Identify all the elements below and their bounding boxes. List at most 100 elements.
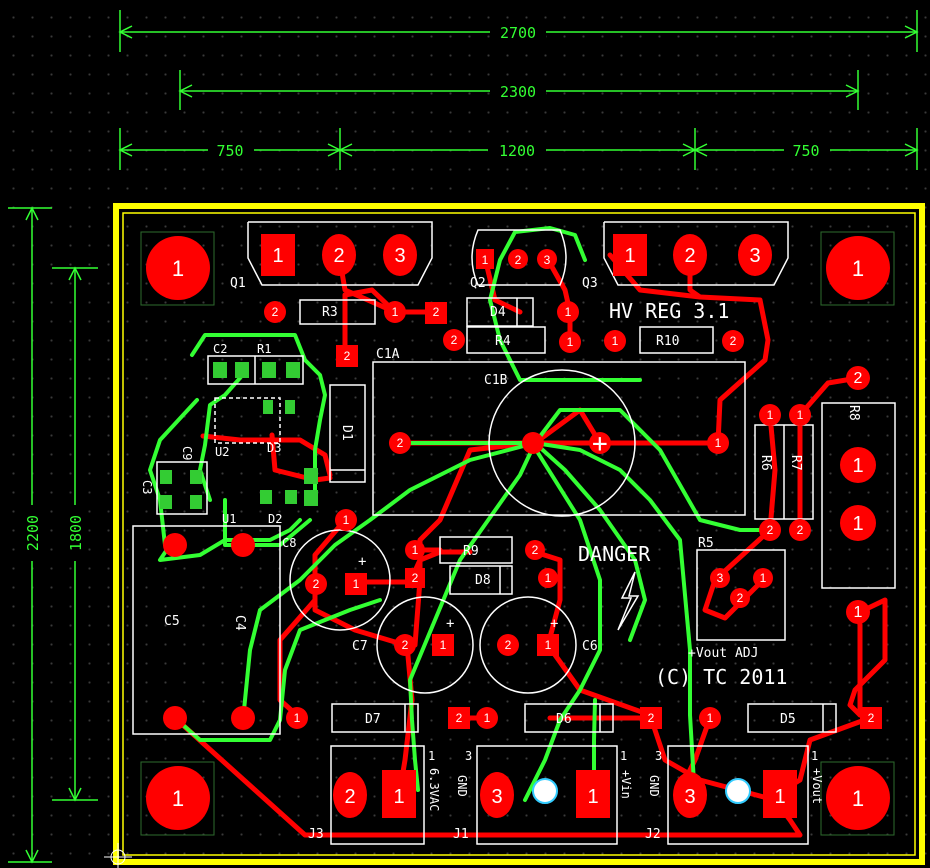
r10-body bbox=[639, 326, 714, 354]
svg-text:1: 1 bbox=[482, 253, 489, 267]
svg-text:1: 1 bbox=[760, 571, 767, 585]
svg-text:1: 1 bbox=[484, 711, 491, 725]
svg-text:2: 2 bbox=[868, 711, 875, 725]
label-d2: D2 bbox=[268, 512, 282, 526]
d8-body bbox=[449, 565, 513, 595]
j2-body bbox=[667, 745, 809, 845]
svg-text:2: 2 bbox=[333, 245, 344, 267]
svg-text:2: 2 bbox=[737, 591, 744, 605]
board-outline bbox=[113, 203, 925, 865]
svg-text:1: 1 bbox=[353, 577, 360, 591]
svg-text:2: 2 bbox=[313, 577, 320, 591]
j3-body bbox=[330, 745, 425, 845]
svg-text:1: 1 bbox=[343, 513, 350, 527]
svg-text:1: 1 bbox=[272, 245, 283, 267]
svg-text:2: 2 bbox=[451, 333, 458, 347]
trim-label: +Vout ADJ bbox=[688, 646, 758, 661]
dimension-labels: 2700 2300 750 1200 750 2200 1800 bbox=[22, 22, 830, 561]
svg-text:+: + bbox=[592, 429, 608, 459]
r9-body bbox=[439, 536, 513, 564]
svg-text:1: 1 bbox=[852, 786, 864, 811]
d4-body bbox=[466, 297, 534, 327]
c1b-body bbox=[488, 369, 636, 517]
label-c6: C6 bbox=[582, 639, 598, 654]
svg-text:1: 1 bbox=[854, 604, 863, 621]
label-r6: R6 bbox=[758, 455, 773, 471]
label-q2: Q2 bbox=[470, 276, 486, 291]
label-c2: C2 bbox=[213, 342, 227, 356]
dim-left-section: 750 bbox=[216, 142, 243, 160]
label-r1: R1 bbox=[257, 342, 271, 356]
origin-crosshair-icon bbox=[104, 843, 132, 868]
svg-text:1: 1 bbox=[715, 436, 722, 450]
svg-text:2: 2 bbox=[854, 370, 863, 387]
dim-right-section: 750 bbox=[792, 142, 819, 160]
danger-arrow-icon bbox=[617, 571, 640, 631]
dim-mid-section: 1200 bbox=[499, 142, 535, 160]
c9-c3-body bbox=[156, 461, 208, 515]
svg-text:3: 3 bbox=[491, 786, 502, 808]
board-keepout bbox=[122, 212, 916, 856]
d1-body bbox=[329, 384, 366, 483]
label-d1: D1 bbox=[339, 425, 354, 441]
svg-text:1: 1 bbox=[852, 256, 864, 281]
svg-text:1: 1 bbox=[767, 408, 774, 422]
pad-numbers: 1 2 3 1 2 3 1 2 3 2 1 2 1 2 1 1 2 2 1 2 … bbox=[272, 245, 875, 808]
svg-text:2: 2 bbox=[397, 436, 404, 450]
label-c1b: C1B bbox=[484, 373, 508, 388]
label-d5: D5 bbox=[780, 712, 796, 727]
svg-text:1: 1 bbox=[587, 786, 598, 808]
j1-pin-one: 1 bbox=[620, 749, 627, 763]
svg-text:1: 1 bbox=[172, 786, 184, 811]
svg-text:2: 2 bbox=[456, 711, 463, 725]
d6-body bbox=[524, 703, 614, 733]
j3-pin-one: 1 bbox=[428, 749, 435, 763]
label-j2: J2 bbox=[645, 827, 661, 842]
j2-pin-three: 3 bbox=[655, 749, 662, 763]
svg-text:1: 1 bbox=[412, 543, 419, 557]
label-u2: U2 bbox=[215, 445, 229, 459]
label-c1a: C1A bbox=[376, 347, 400, 362]
c8-body bbox=[289, 529, 391, 631]
component-pads bbox=[163, 234, 882, 818]
mounting-hole-labels: 1 1 1 1 bbox=[172, 256, 864, 811]
svg-text:2: 2 bbox=[402, 638, 409, 652]
q2-outline bbox=[471, 229, 567, 286]
svg-text:1: 1 bbox=[393, 786, 404, 808]
j1-body bbox=[476, 745, 618, 845]
svg-text:2: 2 bbox=[515, 253, 522, 267]
svg-text:3: 3 bbox=[749, 245, 760, 267]
svg-text:2: 2 bbox=[412, 571, 419, 585]
svg-text:3: 3 bbox=[684, 786, 695, 808]
c1a-body bbox=[372, 361, 746, 516]
label-d3: D3 bbox=[267, 441, 281, 455]
polarity-marks: + + + + bbox=[358, 429, 608, 632]
svg-text:1: 1 bbox=[797, 408, 804, 422]
r8-body bbox=[821, 402, 896, 589]
svg-text:1: 1 bbox=[392, 305, 399, 319]
j1-gnd-label: GND bbox=[455, 775, 469, 797]
mounting-holes bbox=[140, 231, 895, 836]
c7-body bbox=[376, 596, 474, 694]
svg-text:2: 2 bbox=[648, 711, 655, 725]
board-danger: DANGER bbox=[578, 542, 651, 566]
dim-top-inner: 2300 bbox=[500, 83, 536, 101]
svg-text:1: 1 bbox=[545, 571, 552, 585]
svg-text:2: 2 bbox=[730, 334, 737, 348]
label-c8: C8 bbox=[282, 536, 296, 550]
j3-voltage-label: 6.3VAC bbox=[427, 768, 441, 811]
svg-text:+: + bbox=[550, 616, 558, 632]
label-c9: C9 bbox=[180, 446, 194, 460]
j2-vout-label: +Vout bbox=[810, 768, 824, 804]
silkscreen-outlines bbox=[132, 221, 896, 845]
r5-body bbox=[696, 549, 786, 641]
svg-text:2: 2 bbox=[797, 523, 804, 537]
svg-text:1: 1 bbox=[565, 305, 572, 319]
svg-text:2: 2 bbox=[532, 543, 539, 557]
label-r8: R8 bbox=[846, 405, 861, 421]
svg-text:1: 1 bbox=[774, 786, 785, 808]
label-r5: R5 bbox=[698, 536, 714, 551]
svg-text:2: 2 bbox=[433, 305, 440, 319]
bottom-traces bbox=[148, 226, 772, 802]
